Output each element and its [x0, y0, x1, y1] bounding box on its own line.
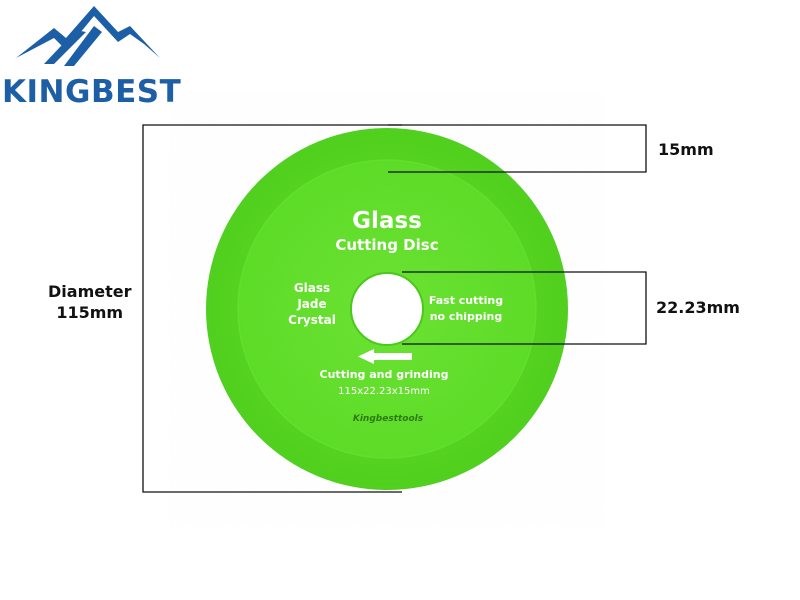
material-item: Crystal — [288, 313, 336, 327]
maker-mark: Kingbesttools — [353, 414, 424, 424]
mountain-peaks-icon — [16, 6, 160, 66]
disc-subtitle: Cutting Disc — [335, 236, 438, 254]
disc-title: Glass — [352, 208, 422, 234]
usage-label: Cutting and grinding — [320, 368, 449, 381]
bore-line — [402, 271, 647, 345]
bore-label: 22.23mm — [656, 298, 740, 317]
diameter-value: 115mm — [56, 303, 124, 322]
brand-name: KINGBEST — [2, 74, 182, 110]
rim-width-line — [388, 124, 647, 173]
arrow-left-icon — [358, 349, 412, 364]
feature-item: no chipping — [430, 310, 503, 323]
diameter-title: Diameter — [48, 282, 132, 301]
material-item: Glass — [294, 281, 330, 295]
center-bore — [350, 272, 424, 346]
diameter-label: Diameter 115mm — [48, 281, 131, 323]
size-spec: 115x22.23x15mm — [338, 386, 430, 397]
rim-width-label: 15mm — [658, 140, 714, 159]
material-item: Jade — [296, 297, 326, 311]
feature-item: Fast cutting — [429, 294, 503, 307]
diameter-line — [142, 124, 402, 493]
disc-rim — [210, 132, 564, 486]
